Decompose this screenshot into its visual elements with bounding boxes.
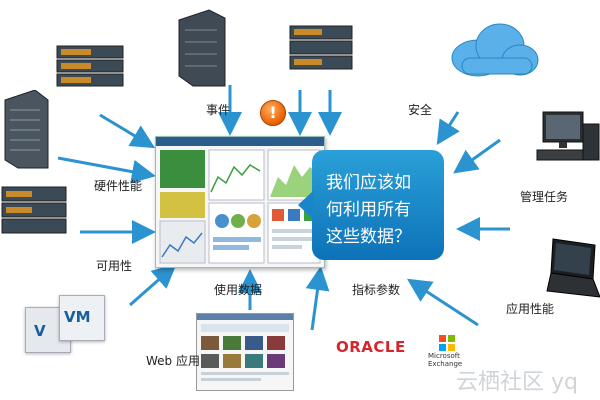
ms-line-2: Exchange [428, 360, 463, 368]
label-web-app: Web 应用 [146, 354, 200, 368]
question-line-2: 何利用所有 [326, 200, 411, 220]
label-management-tasks: 管理任务 [520, 190, 569, 204]
alert-icon: ! [260, 100, 286, 126]
label-event: 事件 [206, 103, 231, 117]
label-metrics: 指标参数 [352, 283, 401, 297]
arrow-top-left-servers [99, 113, 156, 149]
label-hardware-performance: 硬件性能 [94, 179, 143, 193]
central-question-box: 我们应该如 何利用所有 这些数据？ [312, 150, 444, 260]
ms-exchange-logo: Microsoft Exchange [428, 352, 462, 368]
web-app-graphics [197, 314, 293, 381]
label-app-performance: 应用性能 [506, 302, 555, 316]
bubble-pointer [298, 190, 314, 220]
arrow-vm [129, 264, 177, 307]
arrow-left-servers [57, 156, 156, 184]
server-rack-icon [56, 45, 124, 87]
arrow-app-perf [406, 278, 479, 327]
blade-server-icon [178, 9, 226, 87]
rack-server-top-icon [289, 25, 353, 70]
vm-front-tile: VM [59, 295, 105, 341]
dashboard-graphics [156, 137, 324, 264]
cloud-icon [451, 23, 539, 77]
server-tower-icon [4, 90, 49, 169]
ms-line-1: Microsoft [428, 352, 460, 360]
vm-back-label: V [34, 322, 46, 340]
web-app-screenshot [196, 313, 294, 391]
desktop-computer-icon [536, 111, 600, 161]
ms-exchange-logo-icon [439, 335, 455, 351]
arrow-mgmt [453, 138, 501, 174]
label-security: 安全 [408, 103, 433, 117]
vm-front-label: VM [64, 308, 91, 326]
dashboard-preview [155, 136, 325, 268]
oracle-logo: ORACLE [336, 338, 406, 356]
arrow-security [436, 111, 460, 146]
vm-icon: V VM [25, 295, 105, 357]
laptop-icon [546, 238, 600, 298]
label-usage-data: 使用数据 [214, 283, 263, 297]
label-availability: 可用性 [96, 259, 133, 273]
arrow-oracle-up [305, 266, 330, 331]
watermark: 云栖社区 yq [456, 370, 578, 395]
question-line-1: 我们应该如 [326, 173, 411, 193]
network-switch-icon [1, 186, 67, 234]
question-line-3: 这些数据？ [326, 227, 411, 247]
